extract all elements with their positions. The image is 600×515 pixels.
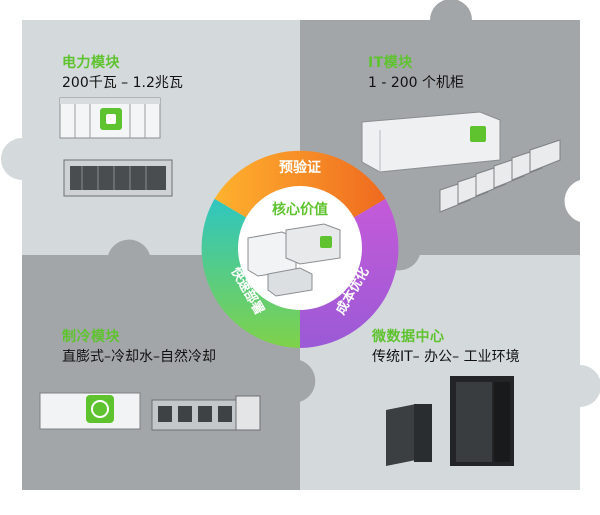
power-module-image [59, 97, 173, 197]
tab-right [559, 365, 600, 407]
it-module-range: 1 - 200 个机柜 [368, 75, 465, 91]
cooling-module-title: 制冷模块 [62, 329, 120, 345]
cooling-module-image [39, 392, 261, 431]
tab-top [430, 0, 472, 41]
micro-dc-title: 微数据中心 [372, 329, 445, 345]
micro-dc-environments: 传统IT– 办公– 工业环境 [372, 349, 520, 365]
cooling-module-types: 直膨式–冷却水–自然冷却 [62, 349, 216, 365]
cooling-logo-icon [86, 395, 114, 423]
ring-segment-preverify [214, 150, 386, 218]
puzzle-piece-micro [300, 255, 596, 490]
core-modules-image [247, 223, 341, 297]
micro-dc-image [386, 376, 514, 466]
it-module-image [361, 111, 561, 213]
segment-label-preverify: 预验证 [279, 159, 321, 176]
it-module-title: IT模块 [368, 55, 413, 71]
ring-segment-cost [300, 198, 399, 348]
core-value-title: 核心价值 [272, 201, 328, 218]
tab-left [1, 138, 43, 180]
ring-segment-deploy [201, 198, 300, 348]
power-module-title: 电力模块 [62, 55, 120, 71]
power-module-range: 200千瓦 – 1.2兆瓦 [62, 75, 183, 91]
it-logo-icon [470, 126, 486, 142]
